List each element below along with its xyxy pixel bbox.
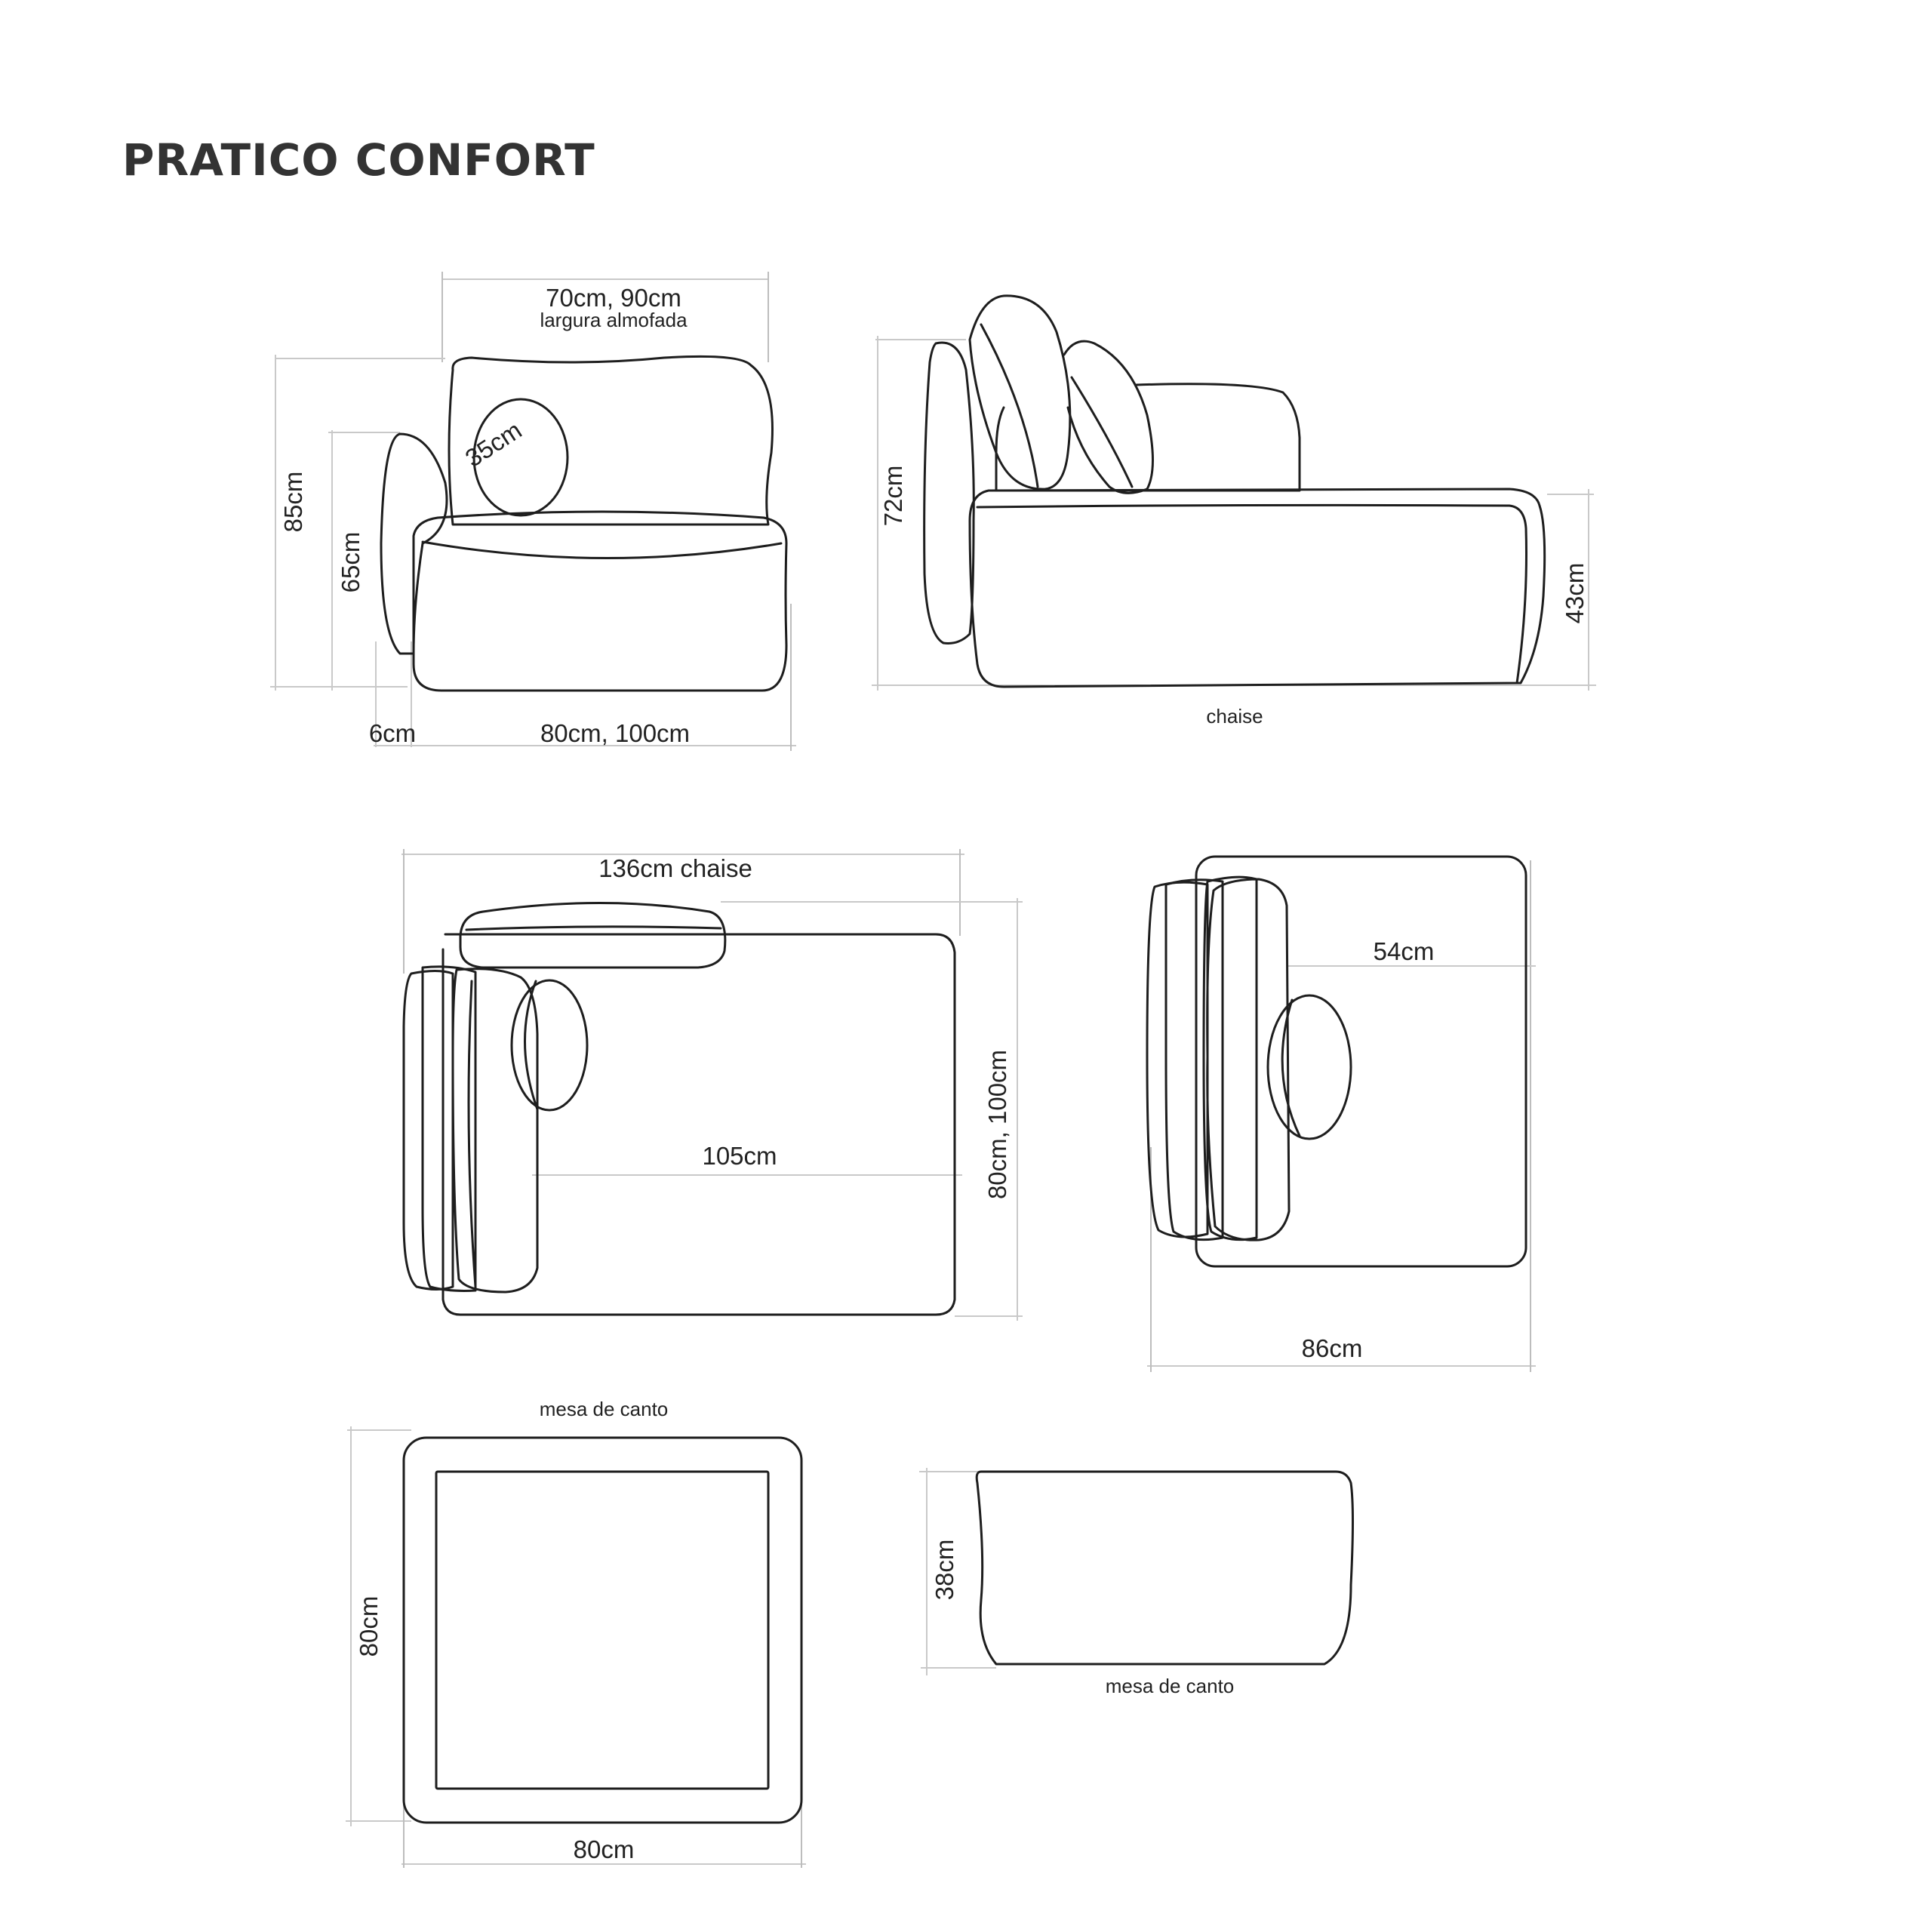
corner-table-side-view: 38cm mesa de canto [919,1468,1354,1697]
side-table-height-label: 38cm [931,1540,958,1601]
cushion-width-caption: largura almofada [540,309,688,331]
total-height-label: 85cm [279,472,307,533]
corner-table-top-view: mesa de canto 80cm 80cm [346,1398,806,1868]
side-view-caption: chaise [1206,705,1263,728]
front-view: 70cm, 90cm largura almofada 35cm 85cm 65… [270,272,796,751]
cushion-width-label: 70cm, 90cm [546,284,681,312]
arm-height-label: 65cm [337,532,365,593]
chaise-width-label: 80cm, 100cm [983,1050,1011,1199]
side-view: 72cm 43cm chaise [872,294,1596,728]
round-cushion-label: 35cm [460,416,527,472]
page-title: PRATICO CONFORT [122,134,595,186]
top-view-chaise: 136cm chaise 105cm 80cm, 100cm [401,849,1023,1321]
chaise-length-label: 136cm chaise [598,854,752,882]
corner-table-width-label: 80cm [574,1835,635,1863]
back-height-label: 72cm [879,466,907,527]
corner-table-height-label: 80cm [355,1596,383,1657]
seat-width-label: 80cm, 100cm [540,719,690,747]
module-seat-depth-label: 54cm [1374,937,1435,965]
corner-table-top-caption: mesa de canto [540,1398,669,1420]
corner-table-side-caption: mesa de canto [1106,1675,1235,1697]
module-depth-label: 86cm [1302,1334,1363,1362]
arm-thickness-label: 6cm [369,719,416,747]
chaise-seat-depth-label: 105cm [702,1142,777,1170]
seat-height-label: 43cm [1561,563,1589,624]
top-view-module: 54cm 86cm [1146,855,1536,1372]
